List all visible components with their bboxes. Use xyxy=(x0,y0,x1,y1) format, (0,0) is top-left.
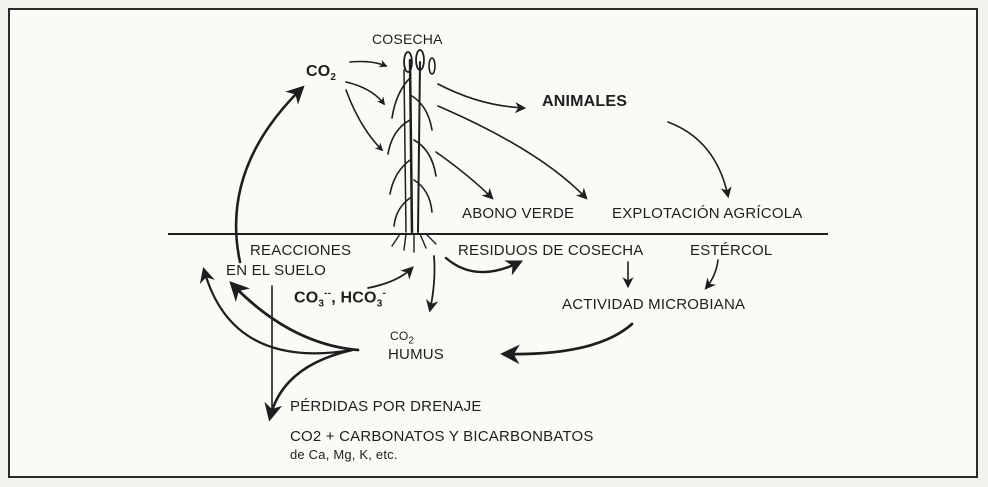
arrow-roots-to-humus xyxy=(430,256,435,310)
bicarbonate-subscript: 3 xyxy=(377,299,383,310)
co2-soil-subscript: 2 xyxy=(408,335,414,346)
bicarbonate-text: , HCO xyxy=(331,289,376,306)
arrow-plant-to-abono-verde xyxy=(436,152,492,198)
label-reacciones: REACCIONES xyxy=(250,242,351,259)
arrow-co2-to-plant-2 xyxy=(346,82,384,104)
label-cosecha: COSECHA xyxy=(372,31,443,47)
label-explotacion-agricola: EXPLOTACIÓN AGRÍCOLA xyxy=(612,205,802,222)
bicarbonate-charge: - xyxy=(382,288,386,299)
label-co2-carbonatos: CO2 + CARBONATOS Y BICARBONBATOS xyxy=(290,428,594,445)
arrow-carbonates-to-roots xyxy=(368,268,412,288)
label-cations: de Ca, Mg, K, etc. xyxy=(290,447,398,462)
co2-subscript: 2 xyxy=(330,72,336,83)
label-co2-atmosphere: CO2 xyxy=(306,63,336,83)
arrow-animales-to-explotacion xyxy=(668,122,728,196)
label-co2-soil: CO2 xyxy=(390,329,414,346)
label-carbonates: CO3--, HCO3- xyxy=(294,288,386,310)
label-estiercol: ESTÉRCOL xyxy=(690,242,772,259)
arrow-actividad-to-humus xyxy=(504,324,632,354)
label-actividad-microbiana: ACTIVIDAD MICROBIANA xyxy=(562,296,745,313)
arrow-humus-to-reacciones-2 xyxy=(204,270,352,353)
co2-soil-text: CO xyxy=(390,329,408,343)
label-animales: ANIMALES xyxy=(542,93,627,111)
label-en-el-suelo: EN EL SUELO xyxy=(226,262,326,279)
arrow-reacciones-to-co2 xyxy=(236,88,302,262)
arrow-co2-to-plant-3 xyxy=(346,90,382,150)
carbonate-subscript: 3 xyxy=(318,299,324,310)
co2-text: CO xyxy=(306,63,330,80)
label-perdidas-por-drenaje: PÉRDIDAS POR DRENAJE xyxy=(290,398,482,415)
label-abono-verde: ABONO VERDE xyxy=(462,205,574,222)
carbonate-text: CO xyxy=(294,289,318,306)
arrow-estiercol-to-actividad xyxy=(706,260,718,288)
plant-icon xyxy=(388,50,436,252)
arrow-plant-to-animales xyxy=(438,84,524,108)
label-humus: HUMUS xyxy=(388,346,444,363)
arrow-residuos-loop xyxy=(446,258,520,272)
arrow-plant-to-explotacion xyxy=(438,106,586,198)
label-residuos-de-cosecha: RESIDUOS DE COSECHA xyxy=(458,242,644,259)
arrow-co2-to-plant-1 xyxy=(350,62,386,67)
